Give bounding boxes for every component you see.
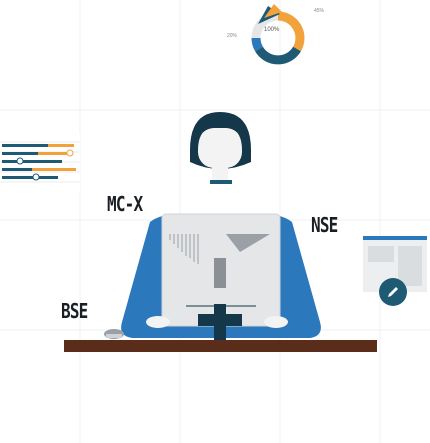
label-bse: BSE [61, 299, 88, 323]
label-nse: NSE [311, 213, 338, 237]
label-mcx: MC-X [107, 192, 143, 216]
desk [64, 340, 377, 352]
pencil-icon [388, 287, 398, 297]
donut-left-label: 20% [227, 33, 238, 39]
donut-top-label: 45% [314, 8, 325, 14]
donut-center-label: 100% [264, 27, 280, 33]
window-panel [363, 236, 427, 292]
donut-graphic [251, 4, 305, 65]
edit-button[interactable] [379, 278, 407, 306]
slider-panel-graphic [0, 134, 80, 192]
